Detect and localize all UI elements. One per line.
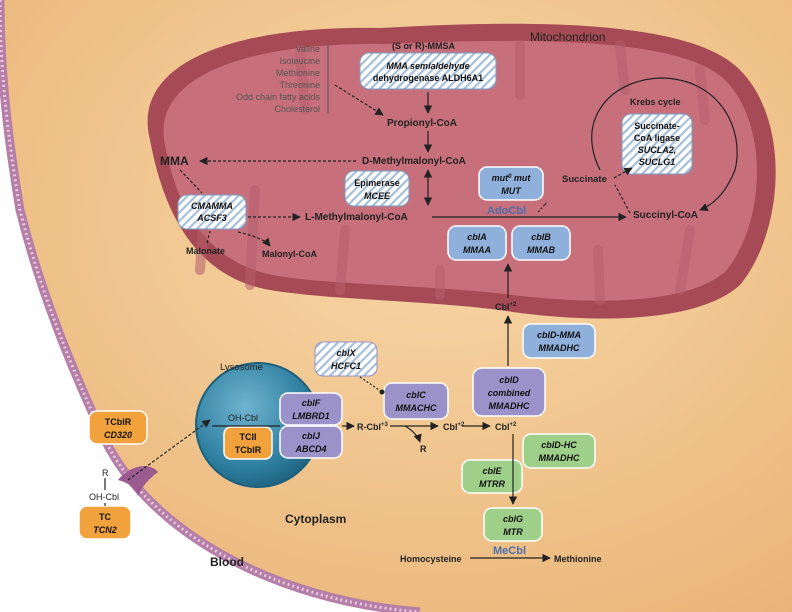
blood-label: Blood: [210, 555, 244, 569]
cble-line2: MTRR: [479, 479, 505, 489]
metabolite-methionine-product: Methionine: [554, 554, 602, 564]
enzyme-cble-box: cblE MTRR: [461, 459, 523, 494]
mitochondrion-matrix: [163, 40, 757, 301]
cblj-line1: cblJ: [302, 431, 321, 441]
metabolite-propionyl: Propionyl-CoA: [387, 118, 457, 129]
metabolite-succinyl-coa: Succinyl-CoA: [633, 210, 698, 221]
tc-line2: TCN2: [93, 525, 117, 535]
mmsa-line1: MMA semialdehyde: [386, 61, 469, 71]
membrane-bilayer: [0, 0, 421, 612]
oh-cbl-lysosome: OH-Cbl: [228, 413, 258, 423]
mmsa-line2: dehydrogenase ALDH6A1: [373, 73, 483, 83]
metabolite-methionine: Methionine: [276, 68, 320, 78]
enzyme-cbld-mma-box: cblD-MMA MMADHC: [522, 323, 596, 359]
cbld-line1: cblD: [499, 375, 519, 385]
cofactor-adocbl: AdoCbl: [487, 205, 526, 217]
cblg-line2: MTR: [503, 527, 523, 537]
cblb-line1: cblB: [531, 232, 551, 242]
tcblr-line2: CD320: [104, 430, 132, 440]
metabolite-mma: MMA: [160, 154, 189, 168]
cbld-mma-line2: MMADHC: [539, 343, 580, 353]
cblc-line1: cblC: [406, 390, 426, 400]
cblc-line2: MMACHC: [396, 403, 437, 413]
cbla-line1: cblA: [467, 232, 487, 242]
mut-line2: MUT: [501, 186, 522, 196]
enzyme-cblb-box: cblB MMAB: [511, 225, 571, 261]
cmamma-line2: ACSF3: [196, 213, 227, 223]
r-top-label: R: [102, 468, 109, 478]
cbld-hc-line2: MMADHC: [539, 453, 580, 463]
metabolite-malonate: Malonate: [186, 246, 225, 256]
metabolite-l-methylmalonyl: L-Methylmalonyl-CoA: [305, 212, 408, 223]
metabolite-isoleucine: Isoleucine: [279, 56, 320, 66]
cblx-line1: cblX: [336, 348, 356, 358]
tcii-line1: TCII: [240, 432, 257, 442]
enzyme-succinate-coa-ligase-box: Succinate- CoA ligase SUCLA2, SUCLG1: [621, 113, 693, 175]
cblb-line2: MMAB: [527, 245, 555, 255]
lysosome-label: Lysosome: [220, 362, 263, 373]
cblf-line2: LMBRD1: [292, 411, 330, 421]
enzyme-cmamma-box: CMAMMA ACSF3: [177, 194, 247, 230]
cblx-line2: HCFC1: [331, 361, 361, 371]
mut-line1: mut0 mut: [492, 173, 532, 183]
metabolite-succinate: Succinate: [562, 174, 607, 185]
metabolite-d-methylmalonyl: D-Methylmalonyl-CoA: [362, 156, 466, 167]
r-group-label: R: [420, 444, 427, 454]
cblf-line1: cblF: [302, 398, 321, 408]
r-cbl: R-Cbl+3: [357, 422, 389, 432]
scl-line4: SUCLG1: [639, 157, 676, 167]
oh-cbl-blood: OH-Cbl: [89, 492, 119, 502]
cbl-mid: Cbl+2: [443, 422, 465, 432]
metabolite-cholesterol: Cholesterol: [274, 104, 320, 114]
cble-line1: cblE: [482, 466, 502, 476]
enzyme-epimerase-box: Epimerase MCEE: [344, 170, 410, 207]
cmamma-line1: CMAMMA: [191, 201, 233, 211]
enzyme-mmsa-box: (S or R)-MMSA MMA semialdehyde dehydroge…: [359, 41, 497, 90]
cbld-mma-line1: cblD-MMA: [537, 330, 581, 340]
pathway-arrows: [104, 77, 738, 563]
cbla-line2: MMAA: [463, 245, 491, 255]
cbl-right: Cbl+2: [495, 422, 517, 432]
scl-line3: SUCLA2,: [638, 145, 677, 155]
enzyme-cblf-box: cblF LMBRD1: [279, 392, 343, 426]
enzyme-cblj-box: cblJ ABCD4: [279, 425, 343, 459]
mitochondrion-label: Mitochondrion: [530, 30, 605, 44]
metabolite-malonyl-coa: Malonyl-CoA: [262, 249, 317, 259]
cbld-line2: combined: [488, 388, 531, 398]
cblj-line2: ABCD4: [294, 444, 326, 454]
cblg-line1: cblG: [503, 514, 523, 524]
enzyme-cblg-box: cblG MTR: [483, 507, 543, 542]
enzyme-cblx-box: cblX HCFC1: [314, 341, 378, 377]
cbld-hc-line1: cblD-HC: [541, 440, 577, 450]
cytoplasm-label: Cytoplasm: [285, 512, 346, 526]
tc-tcn2-box: TC TCN2: [78, 505, 132, 540]
metabolite-odd-chain: Odd chain fatty acids: [236, 92, 321, 102]
receptor-cup: [118, 466, 158, 496]
enzyme-cbld-combined-box: cblD combined MMADHC: [472, 367, 546, 417]
tc-line1: TC: [99, 512, 111, 522]
tcblr-cd320-box: TCblR CD320: [88, 410, 148, 445]
enzyme-cbld-hc-box: cblD-HC MMADHC: [522, 433, 596, 469]
cbl-upper: Cbl+2: [495, 302, 517, 312]
tcii-line2: TCblR: [235, 445, 262, 455]
scl-line2: CoA ligase: [634, 133, 680, 143]
cofactor-mecbl: MeCbl: [493, 545, 526, 557]
enzyme-cblc-box: cblC MMACHC: [383, 382, 449, 420]
mmsa-title: (S or R)-MMSA: [392, 41, 455, 51]
cbld-line3: MMADHC: [489, 401, 530, 411]
metabolite-threonine: Threonine: [279, 80, 320, 90]
tcblr-line1: TCblR: [105, 417, 132, 427]
enzyme-mut-box: mut0 mut MUT: [478, 166, 544, 201]
enzyme-cbla-box: cblA MMAA: [447, 225, 507, 261]
tcii-tcblr-box: TCII TCblR: [223, 426, 273, 460]
metabolite-valine: Valine: [296, 44, 320, 54]
epimerase-line2: MCEE: [364, 191, 391, 201]
scl-line1: Succinate-: [634, 121, 680, 131]
metabolite-homocysteine: Homocysteine: [400, 554, 462, 564]
krebs-cycle-label: Krebs cycle: [630, 97, 681, 107]
epimerase-line1: Epimerase: [354, 178, 400, 188]
